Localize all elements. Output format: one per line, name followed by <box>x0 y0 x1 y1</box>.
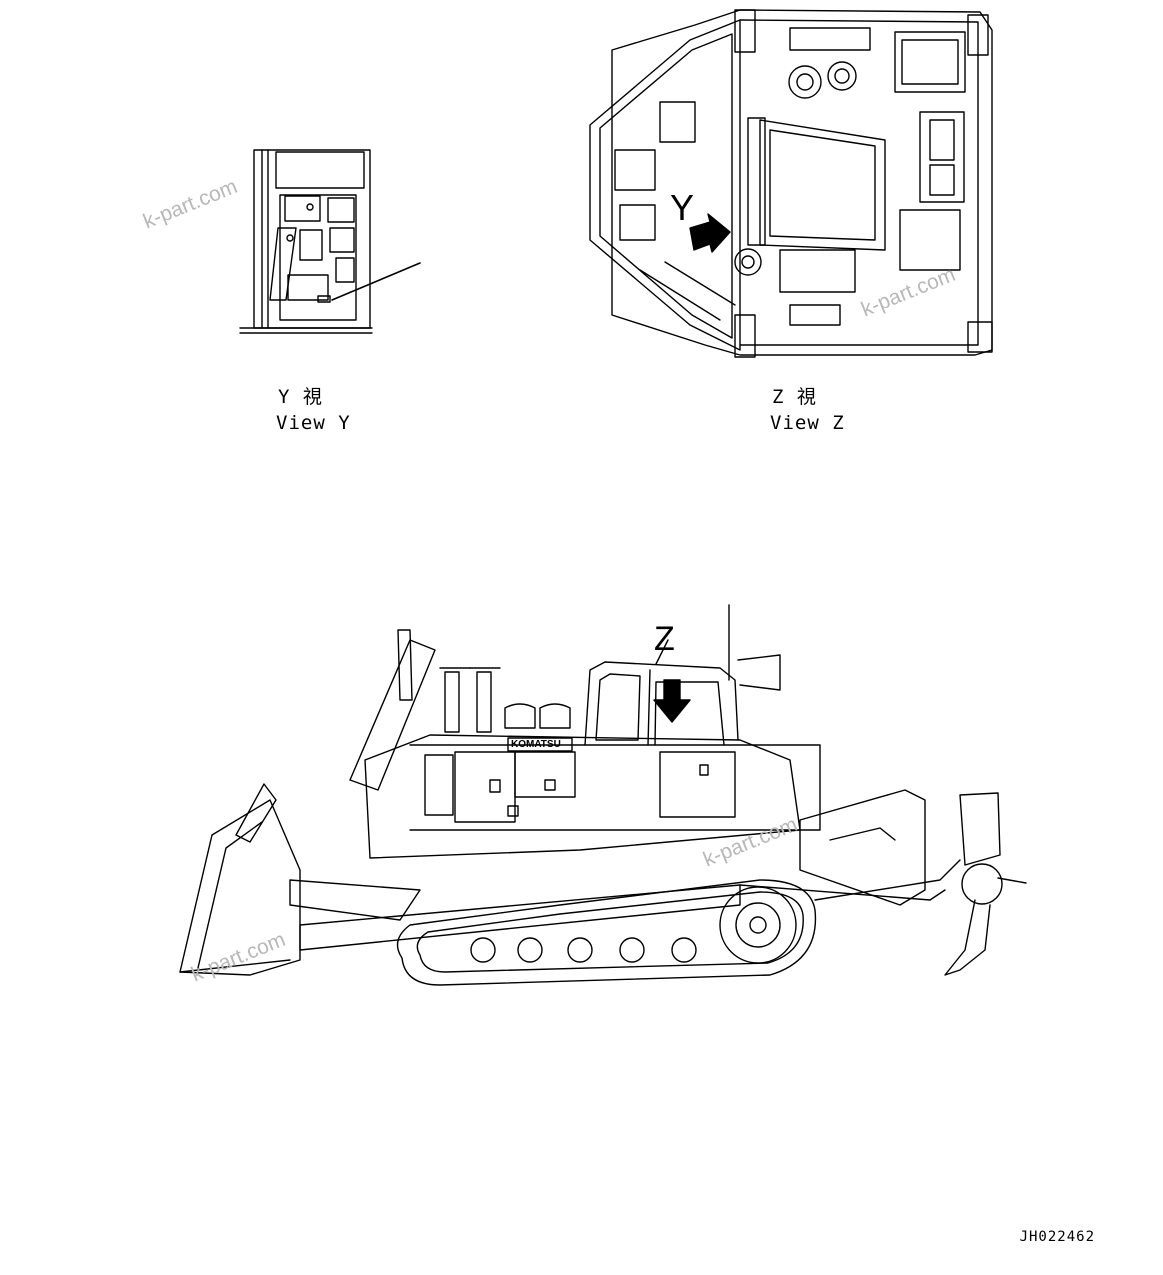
view-y-drawing <box>239 149 421 334</box>
view-z-title-jp: Z 視 <box>772 386 817 408</box>
brand-badge: KOMATSU <box>511 739 561 750</box>
arrow-y-label: Y <box>670 187 696 228</box>
view-z-drawing <box>589 9 993 358</box>
document-id: JH022462 <box>1019 1229 1095 1245</box>
arrow-z-icon <box>653 679 691 723</box>
view-z-title-en: View Z <box>770 412 845 434</box>
arrow-y-icon <box>689 213 731 253</box>
view-y-title-en: View Y <box>276 412 351 434</box>
arrow-z-label: Z <box>654 620 676 658</box>
view-y-title-jp: Y 視 <box>278 386 323 408</box>
bulldozer-drawing <box>179 604 1027 986</box>
